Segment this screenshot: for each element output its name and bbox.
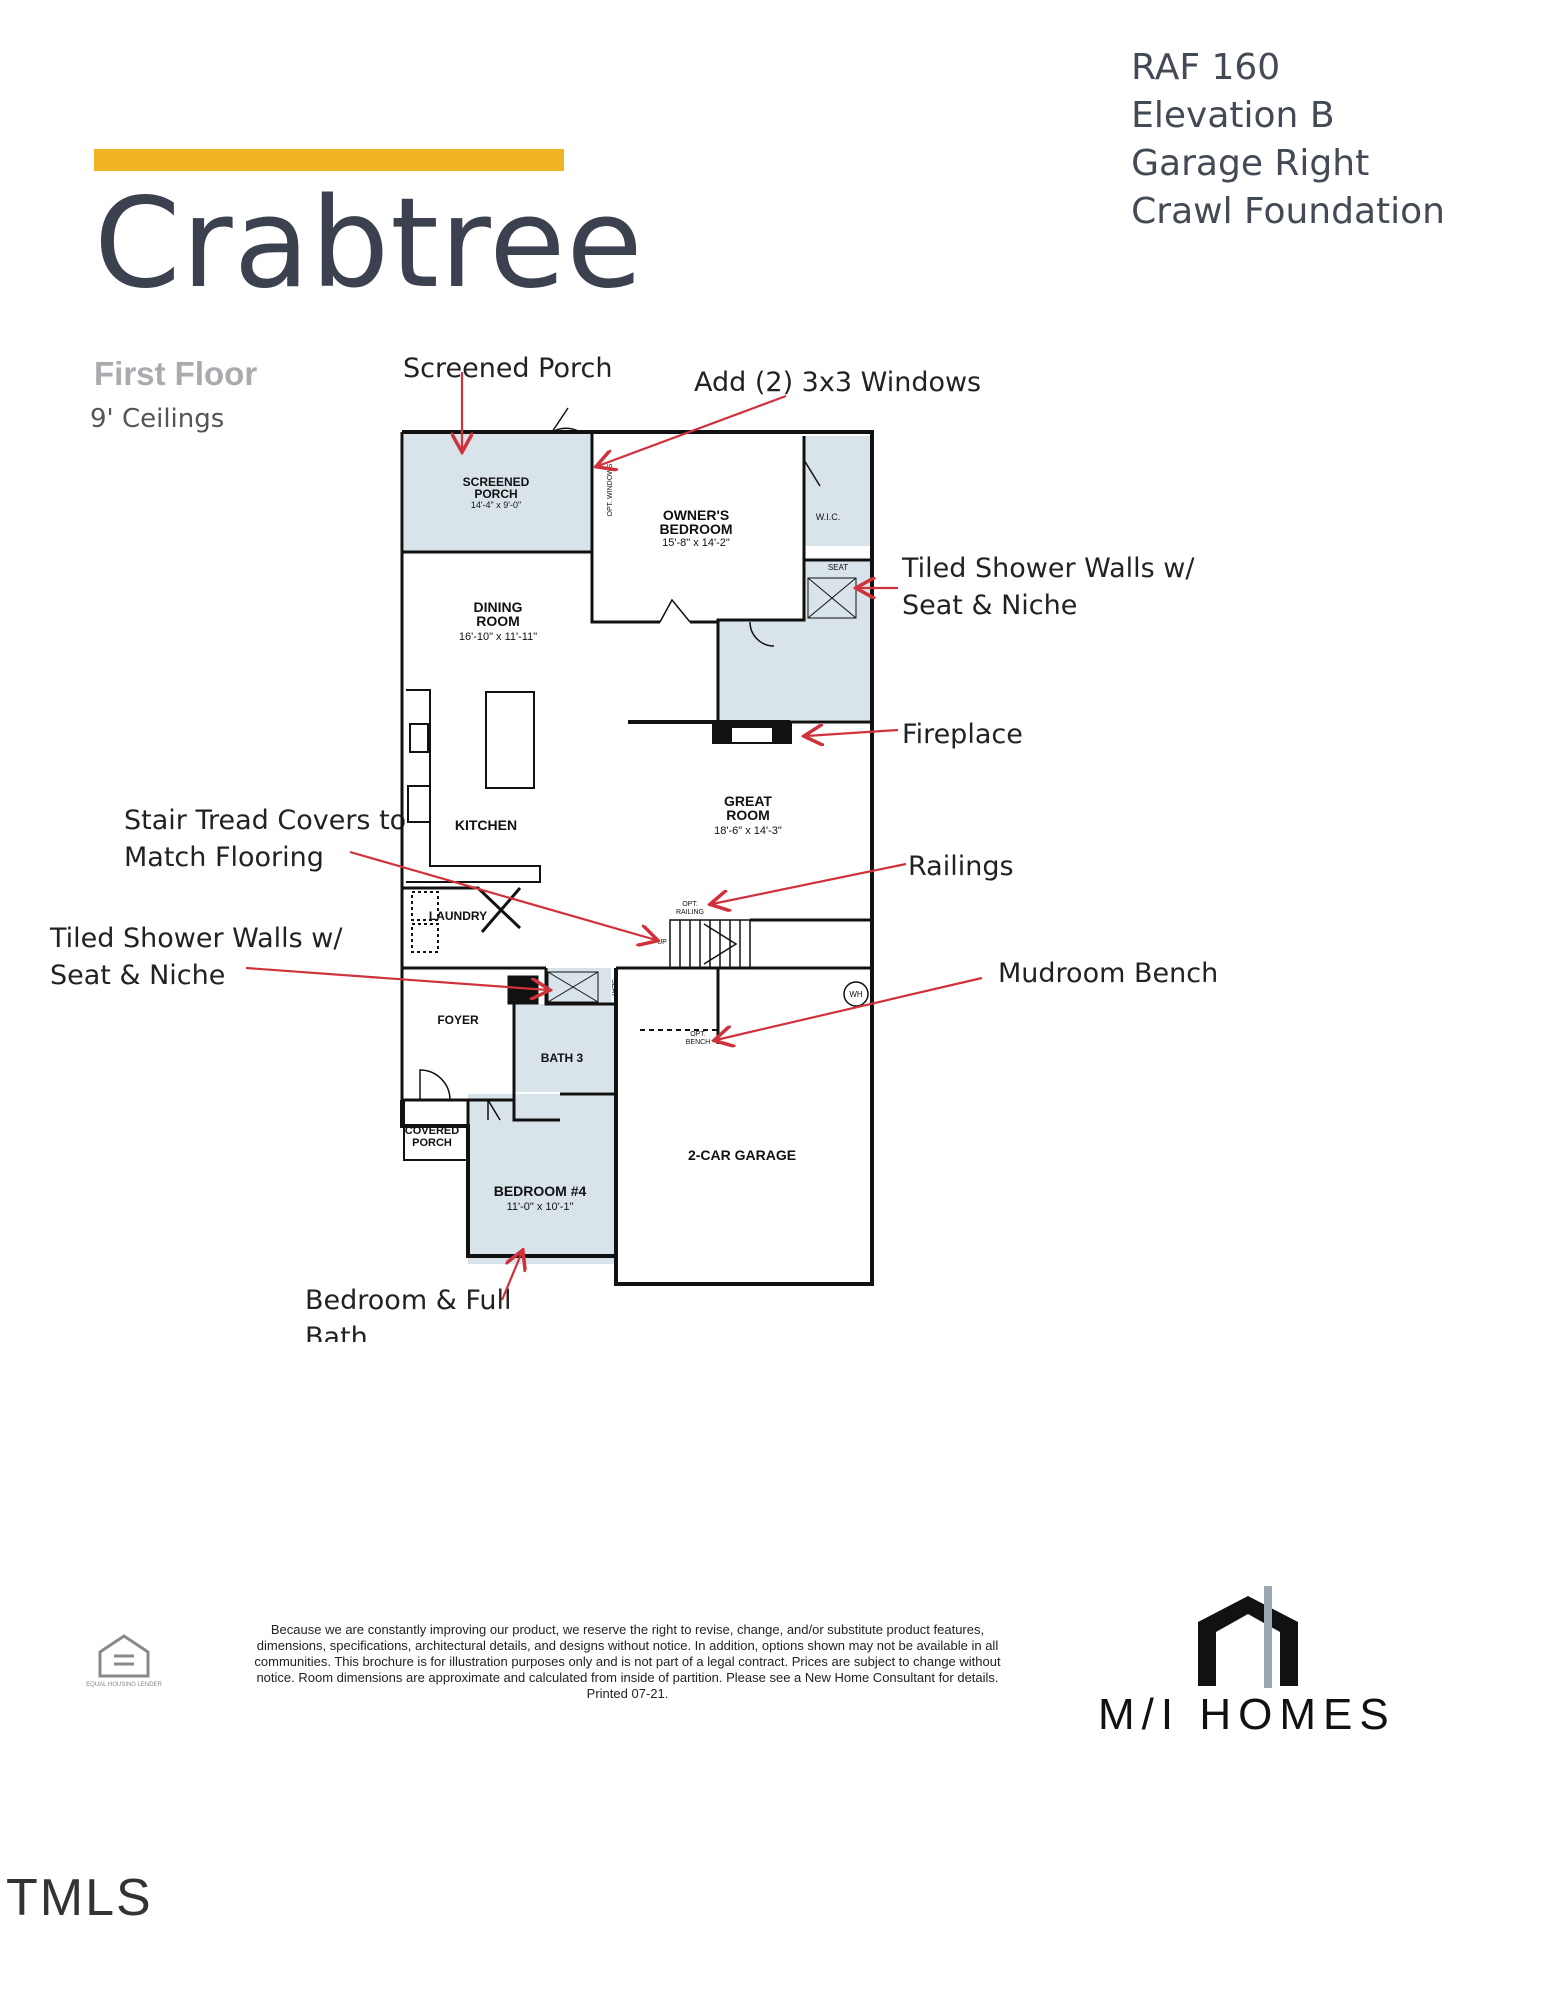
- screened-porch-dims: 14'-4" x 9'-0": [471, 500, 521, 510]
- floor-label: First Floor: [94, 355, 258, 392]
- covered-porch-label-1: COVERED: [405, 1125, 459, 1137]
- bedroom4-label: BEDROOM #4: [494, 1183, 587, 1199]
- washer-icon: [411, 891, 439, 921]
- bedroom4-dims: 11'-0" x 10'-1": [507, 1201, 574, 1213]
- bath3-seat-label: SEAT: [610, 979, 617, 997]
- great-room-label-2: ROOM: [726, 807, 770, 823]
- callout-stair-treads-line1: Stair Tread Covers to: [124, 805, 407, 836]
- dining-dims: 16'-10" x 11'-11": [459, 631, 537, 643]
- walls: [400, 430, 874, 1286]
- arrow-bath-shower: [245, 966, 548, 990]
- bath3-label: BATH 3: [541, 1051, 584, 1065]
- mi-homes-logo-text: M/I HOMES: [1098, 1690, 1396, 1739]
- kitchen-fixtures: [406, 689, 541, 953]
- callout-bath-shower: Tiled Shower Walls w/ Seat & Niche: [50, 920, 343, 994]
- plan-title: Crabtree: [94, 172, 644, 316]
- arrow-railings: [712, 862, 907, 904]
- callout-arrows: [245, 372, 983, 1301]
- owners-bedroom-label-2: BEDROOM: [659, 521, 732, 537]
- range-icon: [407, 785, 431, 823]
- callout-windows: Add (2) 3x3 Windows: [694, 367, 982, 398]
- spec-garage: Garage Right: [1131, 143, 1370, 184]
- arrow-windows: [598, 394, 787, 466]
- callout-fireplace: Fireplace: [902, 719, 1023, 750]
- spec-foundation: Crawl Foundation: [1131, 191, 1445, 232]
- callout-screened-porch: Screened Porch: [403, 353, 613, 384]
- opt-railing-label-2: RAILING: [676, 909, 704, 916]
- wic-area: [804, 436, 872, 546]
- highlight-areas: [404, 434, 872, 1264]
- callout-mudroom: Mudroom Bench: [998, 958, 1219, 989]
- garage-label: 2-CAR GARAGE: [688, 1147, 796, 1163]
- arrow-stair-treads: [349, 850, 656, 940]
- owner-bath-area: [718, 620, 872, 720]
- foyer-label: FOYER: [437, 1013, 479, 1027]
- arrow-mudroom: [716, 976, 983, 1040]
- dining-label-2: ROOM: [476, 613, 520, 629]
- callout-bath-shower-line2: Seat & Niche: [50, 960, 226, 991]
- callout-bedroom-bath-line1: Bedroom & Full: [305, 1285, 512, 1316]
- owners-bedroom-label-1: OWNER'S: [663, 507, 729, 523]
- laundry-label: LAUNDRY: [429, 909, 487, 923]
- bedroom4-area: [468, 1094, 616, 1264]
- fireplace-opening: [732, 728, 772, 742]
- opt-windows-label: OPT. WINDOWS: [607, 463, 614, 516]
- disclaimer-text: Because we are constantly improving our …: [254, 1622, 1001, 1701]
- mls-watermark: TMLS: [6, 1869, 153, 1927]
- callout-owner-shower-line1: Tiled Shower Walls w/: [902, 553, 1195, 584]
- equal-housing-icon: [98, 1634, 150, 1678]
- callout-bedroom-bath: Bedroom & Full Bath: [305, 1282, 512, 1342]
- callout-owner-shower: Tiled Shower Walls w/ Seat & Niche: [902, 550, 1195, 624]
- spec-elevation: Elevation B: [1131, 95, 1335, 136]
- callout-owner-shower-line2: Seat & Niche: [902, 590, 1078, 621]
- wic-label: W.I.C.: [816, 512, 841, 522]
- kitchen-label: KITCHEN: [455, 817, 517, 833]
- bath3-area: [514, 1004, 618, 1092]
- ceiling-label: 9' Ceilings: [90, 404, 225, 434]
- room-labels: SCREENED PORCH 14'-4" x 9'-0" OWNER'S BE…: [405, 463, 863, 1213]
- opt-bench-label-1: OPT.: [690, 1031, 706, 1038]
- callout-bath-shower-line1: Tiled Shower Walls w/: [50, 923, 343, 954]
- screened-porch-label-1: SCREENED: [463, 475, 530, 489]
- screened-porch-area: [404, 434, 592, 552]
- spec-plan-code: RAF 160: [1131, 47, 1281, 88]
- owner-seat-label: SEAT: [828, 563, 848, 572]
- kitchen-island: [485, 691, 535, 789]
- plan-specs: RAF 160 Elevation B Garage Right Crawl F…: [1131, 44, 1445, 236]
- dryer-icon: [411, 923, 439, 953]
- opt-railing-label-1: OPT.: [682, 901, 698, 908]
- callout-railings: Railings: [908, 851, 1014, 882]
- doors: [419, 407, 821, 1121]
- callout-bedroom-bath-line2: Bath: [305, 1322, 368, 1342]
- arrow-fireplace: [806, 730, 899, 736]
- bath3-shower-area: [545, 968, 611, 1004]
- opt-bench-label-2: BENCH: [686, 1039, 711, 1046]
- great-room-label-1: GREAT: [724, 793, 772, 809]
- mi-homes-logo-icon: [1198, 1586, 1298, 1688]
- equal-housing-text: EQUAL HOUSING LENDER: [86, 1682, 162, 1688]
- dining-label-1: DINING: [474, 599, 523, 615]
- arrow-bedroom-bath: [500, 1252, 522, 1301]
- stairs: [669, 919, 751, 969]
- wh-label: WH: [849, 990, 863, 999]
- water-heater-icon: [843, 981, 869, 1007]
- sink-icon: [409, 723, 429, 753]
- covered-porch-label-2: PORCH: [412, 1137, 452, 1149]
- great-room-dims: 18'-6" x 14'-3": [714, 825, 782, 837]
- kitchen-counter: [406, 689, 541, 883]
- screened-porch-label-2: PORCH: [474, 487, 517, 501]
- owners-bedroom-dims: 15'-8" x 14'-2": [662, 537, 730, 549]
- up-label: UP: [657, 939, 667, 946]
- callout-stair-treads: Stair Tread Covers to Match Flooring: [124, 802, 406, 876]
- accent-bar: [94, 149, 564, 171]
- callout-stair-treads-line2: Match Flooring: [124, 842, 324, 873]
